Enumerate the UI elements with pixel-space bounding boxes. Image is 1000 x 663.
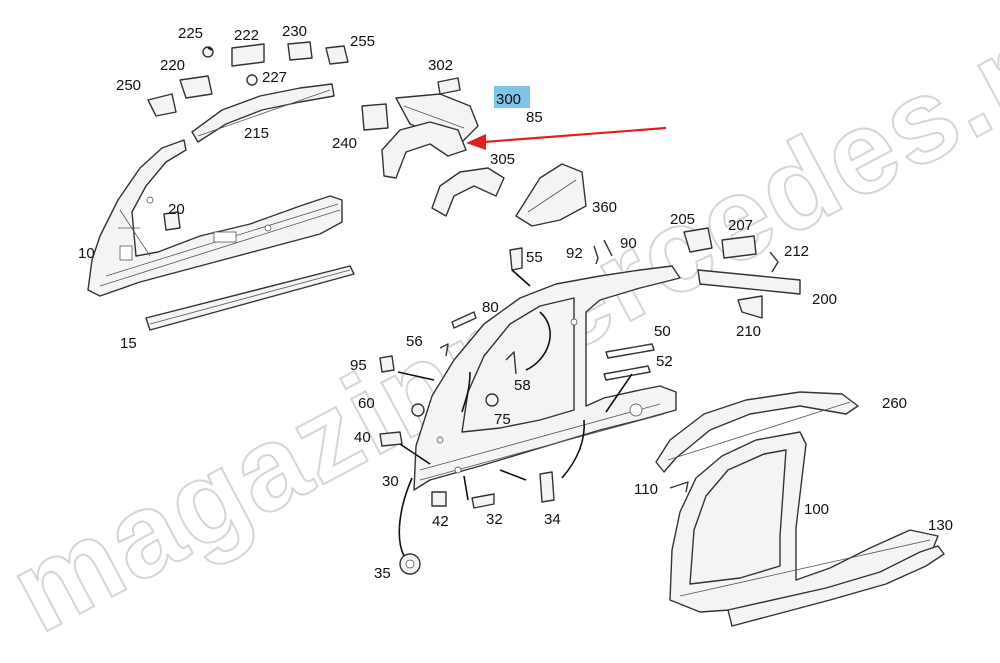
part-50-rail [605,343,655,359]
callout-34: 34 [544,511,561,528]
callout-205: 205 [670,211,695,228]
callout-305: 305 [490,151,515,168]
callout-227: 227 [262,69,287,86]
callout-260: 260 [882,395,907,412]
callout-56: 56 [406,333,423,350]
part-92-clip [593,245,599,265]
callout-200: 200 [812,291,837,308]
part-60-grommet [411,403,425,417]
callout-130: 130 [928,517,953,534]
part-305-liner [431,167,505,217]
callout-225: 225 [178,25,203,42]
callout-230: 230 [282,23,307,40]
callout-42: 42 [432,513,449,530]
callout-90: 90 [620,235,637,252]
callout-35: 35 [374,565,391,582]
part-32-bracket [471,493,495,509]
part-227-bolt [246,74,258,86]
callout-10: 10 [78,245,95,262]
callout-220: 220 [160,57,185,74]
part-302-pad [437,77,461,95]
red-indicator-arrow [466,126,667,150]
part-207-bracket [721,235,757,259]
callout-250: 250 [116,77,141,94]
callout-302: 302 [428,57,453,74]
part-42-bumper [431,491,447,507]
callout-80: 80 [482,299,499,316]
callout-300: 300 [496,91,521,108]
callout-55: 55 [526,249,543,266]
callout-52: 52 [656,353,673,370]
part-200-rail [697,269,801,295]
callout-222: 222 [234,27,259,44]
callout-100: 100 [804,501,829,518]
part-52-rail [603,365,651,381]
callout-95: 95 [350,357,367,374]
callout-15: 15 [120,335,137,352]
callout-110: 110 [634,481,658,498]
part-40-bracket [379,431,403,447]
part-222-bracket [231,43,265,67]
callout-32: 32 [486,511,503,528]
callout-20: 20 [168,201,185,218]
callout-30: 30 [382,473,399,490]
part-85-arch [381,121,467,179]
part-10-side-panel-inner [87,139,343,297]
part-205-bracket [683,227,713,253]
part-100-outer-side-panel [669,431,939,613]
part-220-bracket [179,75,213,99]
part-230-plate [287,41,313,61]
callout-215: 215 [244,125,269,142]
callout-50: 50 [654,323,671,340]
callout-255: 255 [350,33,375,50]
part-250-bracket [147,93,177,117]
callout-40: 40 [354,429,371,446]
callout-85: 85 [526,109,543,126]
part-240-bracket [361,103,389,131]
callout-210: 210 [736,323,761,340]
part-80-strip [451,311,477,329]
part-20-bracket [163,211,181,231]
part-58-plate [505,351,517,375]
part-360-panel [515,163,587,227]
callout-58: 58 [514,377,531,394]
part-260-roof-rail-outer [655,391,859,473]
callout-240: 240 [332,135,357,152]
callout-360: 360 [592,199,617,216]
part-90-clip [603,239,613,257]
callout-labels: 225 222 230 255 220 227 250 215 20 10 15… [78,23,953,582]
callout-207: 207 [728,217,753,234]
part-130-sill-outer [727,545,945,627]
callout-92: 92 [566,245,583,262]
callout-60: 60 [358,395,375,412]
part-56-clip [439,343,449,357]
part-95-bracket [379,355,395,373]
part-75-plug [485,393,499,407]
part-34-bracket [539,471,555,503]
leader-lines [207,47,633,557]
part-55-bracket [509,247,523,271]
part-210-bracket [737,295,763,319]
part-255-bracket [325,45,349,65]
part-110-clip [669,481,689,493]
part-212-clip [769,251,779,273]
part-215-roof-rail [191,83,335,143]
part-15-sill [145,265,355,331]
callout-212: 212 [784,243,809,260]
part-35-plug [399,553,421,575]
callout-300-highlight [494,86,530,108]
callout-75: 75 [494,411,511,428]
